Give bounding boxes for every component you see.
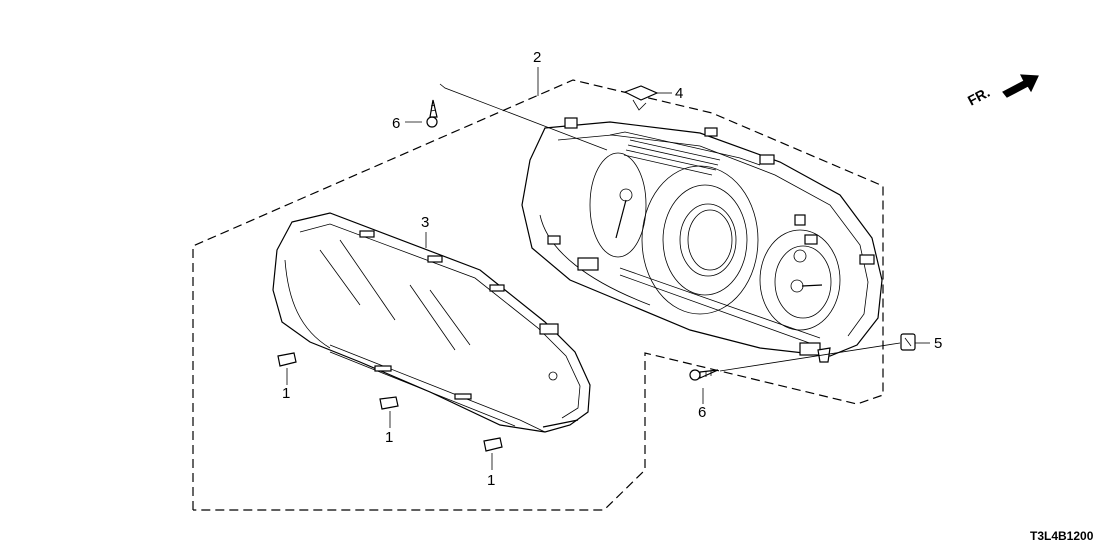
meter-lens: [272, 212, 591, 433]
leader-lines: [286, 67, 930, 470]
callout-6-lower: 6: [698, 404, 706, 421]
clip: [623, 85, 659, 111]
screw-lower: [689, 369, 719, 381]
callout-3: 3: [421, 214, 429, 231]
callout-5: 5: [934, 335, 942, 352]
callout-2: 2: [533, 49, 541, 66]
clip-1a: [277, 352, 297, 367]
clip-1b: [379, 396, 399, 410]
meter-assembly: [521, 117, 883, 363]
front-direction-label: FR.: [965, 84, 992, 109]
callout-1-middle: 1: [385, 429, 393, 446]
assembly-boundary: [192, 79, 884, 511]
callout-1-left: 1: [282, 385, 290, 402]
front-direction-arrow-icon: [1002, 74, 1039, 98]
callout-4: 4: [675, 85, 683, 102]
clip-1c: [483, 437, 503, 452]
diagram-code: T3L4B1200: [1030, 529, 1094, 543]
callout-6-upper: 6: [392, 115, 400, 132]
nut: [900, 333, 916, 351]
callout-1-right: 1: [487, 472, 495, 489]
screw-upper: [426, 99, 438, 128]
